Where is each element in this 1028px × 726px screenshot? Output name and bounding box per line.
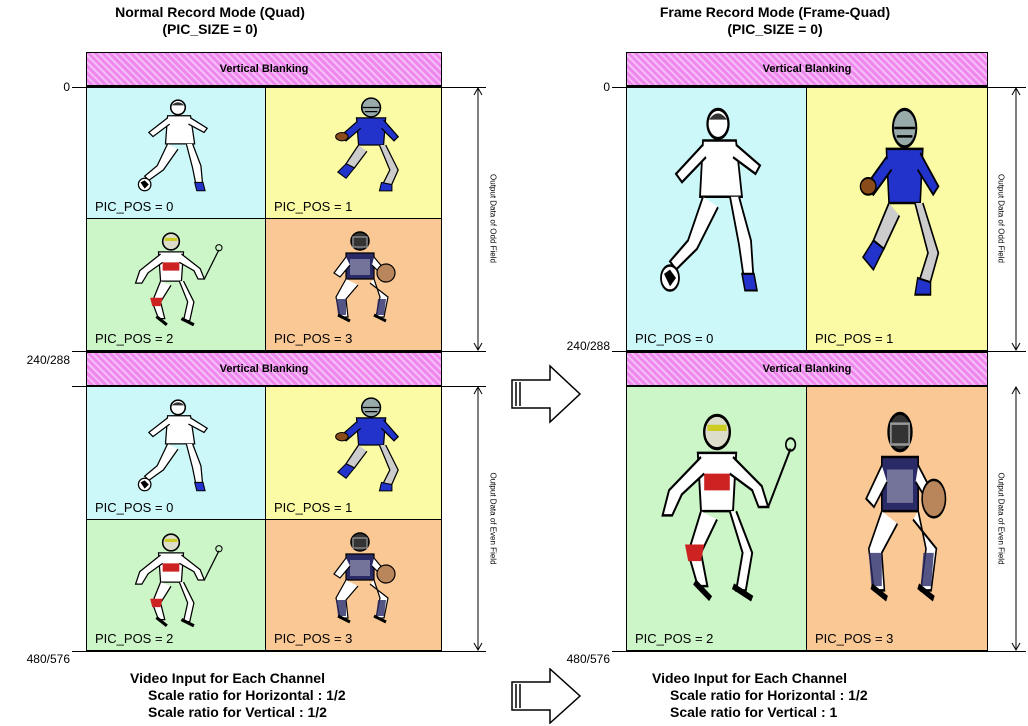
right-frame-pos1: PIC_POS = 1: [806, 86, 988, 351]
left-guide-line-top: [72, 87, 486, 88]
left-tick-bottom: 480/576: [26, 652, 70, 666]
right-odd-field-label: Output Data of Odd Field: [996, 174, 1006, 263]
right-guide-line-mid: [612, 351, 1026, 352]
pic-pos-label: PIC_POS = 0: [95, 199, 174, 214]
right-guide-line-bottom: [612, 651, 1026, 652]
right-footer-line3: Scale ratio for Vertical : 1: [670, 704, 838, 720]
right-arrow-icon: [511, 668, 582, 724]
pic-pos-label: PIC_POS = 1: [815, 331, 894, 346]
left-title: Normal Record Mode (Quad) (PIC_SIZE = 0): [90, 4, 330, 38]
right-footer-line2: Scale ratio for Horizontal : 1/2: [670, 687, 868, 703]
left-tick-top: 0: [63, 80, 70, 94]
left-quad-pos1: PIC_POS = 1: [265, 86, 442, 219]
left-footer-line1: Video Input for Each Channel: [130, 670, 325, 686]
pic-pos-label: PIC_POS = 0: [95, 500, 174, 515]
left-even-field-arrow: [473, 386, 483, 651]
right-tick-top: 0: [603, 80, 610, 94]
left-even-field-label: Output Data of Even Field: [488, 472, 498, 565]
pic-pos-label: PIC_POS = 3: [274, 331, 353, 346]
right-odd-field-arrow: [1011, 87, 1021, 351]
skier-icon: [637, 407, 797, 607]
right-even-field-label: Output Data of Even Field: [996, 472, 1006, 565]
pic-pos-label: PIC_POS = 1: [274, 500, 353, 515]
football-player-icon: [858, 107, 940, 297]
right-frame-pos2: PIC_POS = 2: [626, 386, 807, 651]
left-guide-line-mid: [72, 351, 486, 352]
left-tick-mid: 240/288: [26, 353, 70, 367]
pic-pos-label: PIC_POS = 1: [274, 199, 353, 214]
right-footer: Video Input for Each Channel Scale ratio…: [652, 670, 868, 721]
right-arrow-icon: [511, 364, 582, 424]
left-quad-even-pos1: PIC_POS = 1: [265, 386, 442, 520]
skier-icon: [134, 231, 224, 327]
right-vertical-blanking-top: Vertical Blanking: [626, 52, 988, 86]
left-odd-field-label: Output Data of Odd Field: [488, 174, 498, 263]
right-vertical-blanking-mid: Vertical Blanking: [626, 352, 988, 386]
left-footer-line2: Scale ratio for Horizontal : 1/2: [148, 687, 346, 703]
right-tick-bottom: 480/576: [566, 652, 610, 666]
left-quad-even-pos0: PIC_POS = 0: [86, 386, 266, 520]
left-footer-line3: Scale ratio for Vertical : 1/2: [148, 704, 327, 720]
blanking-label: Vertical Blanking: [762, 63, 852, 75]
baseball-catcher-icon: [332, 230, 397, 323]
blanking-label: Vertical Blanking: [219, 63, 309, 75]
soccer-player-icon: [137, 99, 208, 192]
blanking-label: Vertical Blanking: [219, 363, 309, 375]
pic-pos-label: PIC_POS = 3: [274, 631, 353, 646]
right-footer-line1: Video Input for Each Channel: [652, 670, 847, 686]
right-guide-line-top: [612, 87, 1026, 88]
left-title-line2: (PIC_SIZE = 0): [162, 21, 258, 37]
left-quad-even-pos3: PIC_POS = 3: [265, 519, 442, 651]
football-player-icon: [334, 97, 399, 192]
skier-icon: [134, 532, 224, 628]
right-tick-mid: 240/288: [566, 339, 610, 353]
blanking-label: Vertical Blanking: [762, 363, 852, 375]
baseball-catcher-icon: [835, 407, 965, 607]
left-vertical-blanking-top: Vertical Blanking: [86, 52, 442, 86]
pic-pos-label: PIC_POS = 3: [815, 631, 894, 646]
left-quad-pos2: PIC_POS = 2: [86, 218, 266, 351]
right-frame-pos0: PIC_POS = 0: [626, 86, 807, 351]
right-title-line1: Frame Record Mode (Frame-Quad): [659, 4, 891, 20]
baseball-catcher-icon: [332, 531, 397, 624]
pic-pos-label: PIC_POS = 2: [95, 331, 174, 346]
soccer-player-icon: [659, 107, 762, 293]
right-title-line2: (PIC_SIZE = 0): [727, 21, 823, 37]
left-guide-line-mid2: [72, 386, 486, 387]
pic-pos-label: PIC_POS = 2: [635, 631, 714, 646]
left-vertical-blanking-mid: Vertical Blanking: [86, 352, 442, 386]
left-title-line1: Normal Record Mode (Quad): [115, 4, 305, 20]
left-quad-pos3: PIC_POS = 3: [265, 218, 442, 351]
left-quad-pos0: PIC_POS = 0: [86, 86, 266, 219]
football-player-icon: [334, 397, 399, 492]
left-odd-field-arrow: [473, 87, 483, 351]
pic-pos-label: PIC_POS = 2: [95, 631, 174, 646]
right-frame-pos3: PIC_POS = 3: [806, 386, 988, 651]
left-footer: Video Input for Each Channel Scale ratio…: [130, 670, 346, 721]
pic-pos-label: PIC_POS = 0: [635, 331, 714, 346]
left-guide-line-bottom: [72, 651, 486, 652]
soccer-player-icon: [137, 399, 208, 492]
right-title: Frame Record Mode (Frame-Quad) (PIC_SIZE…: [625, 4, 925, 38]
left-quad-even-pos2: PIC_POS = 2: [86, 519, 266, 651]
right-even-field-arrow: [1011, 386, 1021, 651]
